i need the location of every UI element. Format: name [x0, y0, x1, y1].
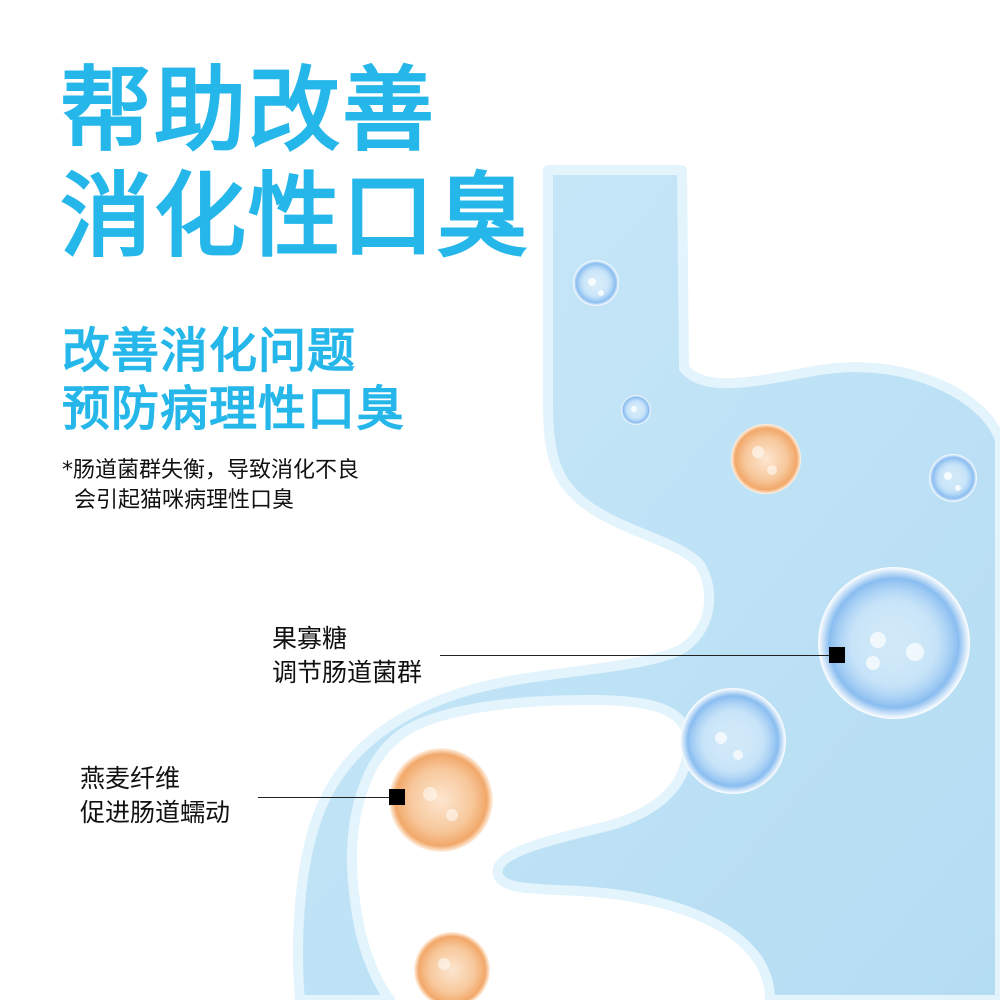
- footnote-line-2: 会引起猫咪病理性口臭: [74, 488, 295, 513]
- callout-title: 果寡糖: [272, 624, 348, 653]
- footnote: *肠道菌群失衡，导致消化不良 会引起猫咪病理性口臭: [62, 456, 359, 516]
- blue-bubble: [818, 567, 970, 719]
- headline-line-1: 帮助改善: [60, 57, 437, 164]
- blue-bubble: [573, 260, 619, 306]
- bubbles: [389, 260, 977, 1000]
- orange-bubble: [731, 424, 801, 494]
- marker-square-icon: [829, 647, 845, 663]
- marker-square-icon: [389, 789, 405, 805]
- subheadline: 改善消化问题 预防病理性口臭: [62, 322, 405, 438]
- organ-shape: [293, 165, 1000, 1000]
- orange-bubble: [389, 748, 493, 852]
- headline-line-2: 消化性口臭: [60, 163, 531, 270]
- callout-leader-line: [258, 797, 390, 798]
- callout-leader-line: [440, 655, 830, 656]
- callout-title: 燕麦纤维: [80, 764, 181, 793]
- callout-oat-fiber: 燕麦纤维 促进肠道蠕动: [80, 762, 230, 830]
- blue-bubble: [929, 454, 977, 502]
- blue-bubble: [621, 395, 651, 425]
- subheadline-line-1: 改善消化问题: [62, 323, 357, 379]
- callout-fructooligosaccharide: 果寡糖 调节肠道菌群: [272, 622, 422, 690]
- orange-bubble: [414, 932, 490, 1000]
- headline: 帮助改善 消化性口臭: [60, 58, 530, 270]
- subheadline-line-2: 预防病理性口臭: [62, 381, 406, 437]
- blue-bubble: [680, 688, 786, 794]
- callout-desc: 促进肠道蠕动: [80, 798, 231, 827]
- footnote-line-1: *肠道菌群失衡，导致消化不良: [62, 458, 360, 483]
- callout-desc: 调节肠道菌群: [272, 658, 423, 687]
